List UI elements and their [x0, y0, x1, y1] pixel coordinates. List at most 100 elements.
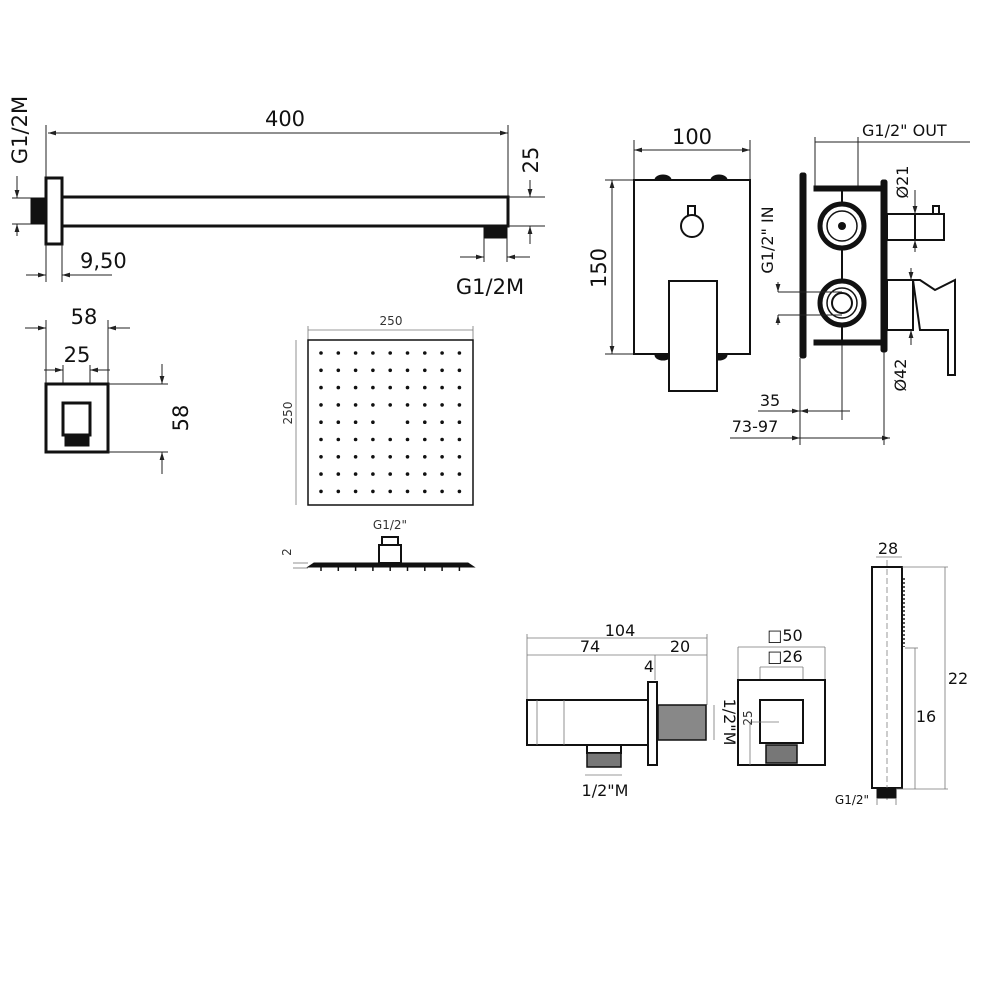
nozzle-dot: [423, 368, 427, 373]
valve-height-label: 150: [587, 248, 611, 288]
flange-inner-width-label: 25: [64, 343, 91, 367]
nozzle-dot: [319, 385, 323, 390]
nozzle-dot: [371, 368, 375, 373]
arm-outlet-thread: [483, 225, 508, 239]
nozzle-dot: [353, 351, 358, 355]
shower-head-plate: [307, 339, 474, 506]
valve-handle-diameter-label: Ø42: [891, 359, 910, 392]
head-thickness-label: 2: [280, 548, 294, 556]
nozzle-dot: [353, 472, 358, 476]
valve-outlet-diameter-label: Ø21: [893, 166, 912, 199]
nozzle-dot: [319, 472, 323, 476]
nozzle-dot: [319, 351, 323, 355]
outlet-wall-plate: [647, 681, 658, 766]
nozzle-dot: [319, 489, 323, 494]
valve-outlet-label: G1/2" OUT: [862, 121, 947, 140]
nozzle-dot: [423, 403, 427, 407]
nozzle-dot: [457, 437, 462, 442]
nozzle-dot: [336, 489, 341, 494]
nozzle-dot: [353, 385, 358, 390]
head-connection-label: G1/2": [373, 518, 407, 532]
nozzle-dot: [440, 420, 444, 425]
nozzle-dot: [353, 368, 358, 373]
nozzle-dot: [440, 368, 444, 373]
diverter-side: [914, 213, 945, 241]
wall-outlet-front-drawing: □50 □26 25: [737, 626, 826, 766]
arm-flange-side: [44, 176, 64, 246]
nozzle-dot: [405, 385, 410, 390]
head-connector: [378, 544, 402, 564]
hand-shower-length-label: 22: [948, 669, 968, 688]
nozzle-dot: [353, 437, 358, 442]
nozzle-dot: [353, 403, 358, 407]
nozzle-dot: [423, 489, 427, 494]
head-side-plate: [306, 562, 476, 568]
head-height-label: 250: [281, 402, 295, 425]
nozzle-dot: [405, 472, 410, 476]
nozzle-dot: [353, 455, 358, 459]
nozzle-dot: [319, 455, 323, 459]
nozzle-dot: [423, 472, 427, 476]
nozzle-dot: [405, 437, 410, 442]
valve-lever-side: [911, 278, 956, 376]
nozzle-dot: [336, 385, 341, 390]
nozzle-dot: [405, 403, 410, 407]
nozzle-dot: [371, 455, 375, 459]
valve-lever-handle: [668, 280, 718, 392]
nozzle-dot: [423, 420, 427, 425]
nozzle-dot: [405, 455, 410, 459]
nozzle-dot: [388, 368, 393, 373]
outlet-plate-size-label: □50: [767, 626, 802, 645]
nozzle-dot: [388, 472, 393, 476]
outlet-rear-thread-label: 1/2"M: [720, 699, 739, 746]
nozzle-dot: [440, 489, 444, 494]
diverter-knob: [680, 214, 704, 238]
shower-arm-drawing: 400 25 G1/2M 9,50 G1/2M: [8, 96, 545, 299]
hand-shower-drawing: 28 22 16 G1/2": [835, 539, 968, 807]
arm-flange-depth-label: 9,50: [80, 249, 127, 273]
nozzle-dot: [405, 420, 410, 425]
arm-wall-thread-label: G1/2M: [8, 96, 32, 164]
nozzle-dot: [405, 489, 410, 494]
outlet-body-length-label: 74: [580, 637, 600, 656]
outlet-body-size-label: □26: [767, 647, 802, 666]
nozzle-dot: [457, 368, 462, 373]
nozzle-dot: [457, 472, 462, 476]
flange-width-label: 58: [71, 305, 98, 329]
nozzle-dot: [319, 368, 323, 373]
arm-wall-thread: [30, 197, 47, 225]
nozzle-dot: [336, 368, 341, 373]
mixer-valve-side-drawing: G1/2" OUT Ø21 Ø42 G1/2" IN: [730, 121, 970, 445]
valve-inlet-port: [817, 278, 867, 328]
head-connector-nut: [381, 536, 399, 546]
outlet-thread-length-label: 20: [670, 637, 690, 656]
valve-back-plate: [799, 172, 807, 359]
nozzle-dot: [371, 489, 375, 494]
nozzle-dot: [371, 472, 375, 476]
arm-length-label: 400: [265, 107, 305, 131]
flange-front-tube: [61, 401, 92, 437]
nozzle-dot: [457, 489, 462, 494]
nozzle-dot: [440, 455, 444, 459]
outlet-bottom-thread: [586, 752, 622, 768]
nozzle-dot: [457, 420, 462, 425]
nozzle-dot: [405, 351, 410, 355]
nozzle-dot: [440, 437, 444, 442]
nozzle-dot: [423, 351, 427, 355]
nozzle-dot: [388, 385, 393, 390]
shower-head-drawing: 250 250 G1/2" 2: [280, 314, 476, 571]
nozzle-dot: [336, 437, 341, 442]
nozzle-dot: [319, 403, 323, 407]
outlet-height-label: 25: [741, 710, 755, 725]
hand-shower-connection-label: G1/2": [835, 793, 869, 807]
arm-height-label: 25: [519, 147, 543, 174]
nozzle-dot: [336, 351, 341, 355]
hand-shower-width-label: 28: [878, 539, 898, 558]
nozzle-dot: [388, 455, 393, 459]
nozzle-dot: [388, 489, 393, 494]
nozzle-dot: [353, 420, 358, 425]
nozzle-dot: [423, 437, 427, 442]
wall-outlet-side-drawing: 104 74 20 4 1/2"M 1/2"M: [526, 621, 739, 800]
nozzle-dot: [440, 385, 444, 390]
